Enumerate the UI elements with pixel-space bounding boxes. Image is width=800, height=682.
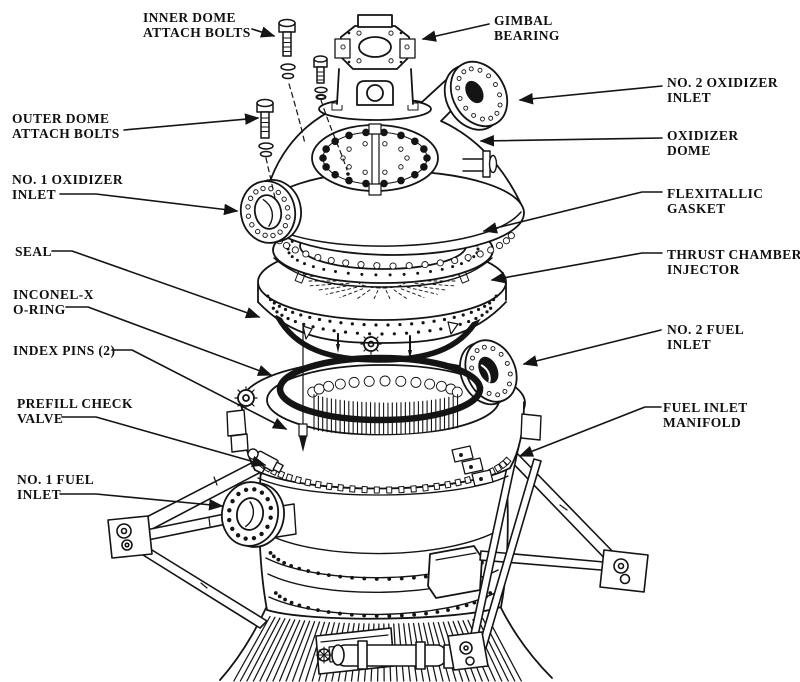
thrust-chamber-body (255, 465, 509, 620)
leader-prefill-check-valve (61, 416, 267, 467)
right-gimbal-actuator-fitting (599, 549, 649, 593)
label-seal: SEAL (15, 244, 52, 259)
leader-no-1-oxidizer-inlet (59, 193, 239, 216)
label-index-pins: INDEX PINS (2) (13, 343, 116, 358)
leader-no-1-fuel-inlet (59, 493, 224, 511)
leader-gimbal-bearing (421, 23, 490, 42)
seal-ring (275, 314, 481, 363)
leader-inconel-x-o-ring (65, 306, 273, 376)
fuel-inlet-manifold (220, 339, 542, 548)
no-1-fuel-inlet (220, 481, 285, 548)
leader-index-pins (111, 349, 288, 430)
leader-fuel-inlet-manifold (518, 406, 662, 457)
leader-thrust-chamber-injector (490, 252, 663, 284)
leader-flexitallic-gasket (482, 191, 663, 234)
turbine-exhaust-duct (315, 627, 489, 675)
no-1-oxidizer-inlet (239, 179, 302, 244)
leader-inner-dome-attach-bolts (251, 26, 276, 38)
leader-no-2-fuel-inlet (522, 329, 662, 367)
no-2-oxidizer-inlet (443, 60, 509, 131)
leader-outer-dome-attach-bolts (123, 113, 260, 131)
leader-oxidizer-dome (479, 135, 663, 147)
leader-seal (51, 250, 261, 319)
leader-no-2-oxidizer-inlet (518, 85, 663, 105)
gear-fitting (360, 333, 382, 355)
manifold-mounting-brackets (451, 445, 494, 487)
oxidizer-dome (239, 60, 525, 270)
callout-leader-lines (51, 23, 663, 511)
dome-attach-bolts (256, 18, 350, 199)
gear-fitting (234, 386, 258, 410)
left-gimbal-actuator-fitting (107, 515, 153, 559)
gimbal-bearing (318, 14, 432, 121)
